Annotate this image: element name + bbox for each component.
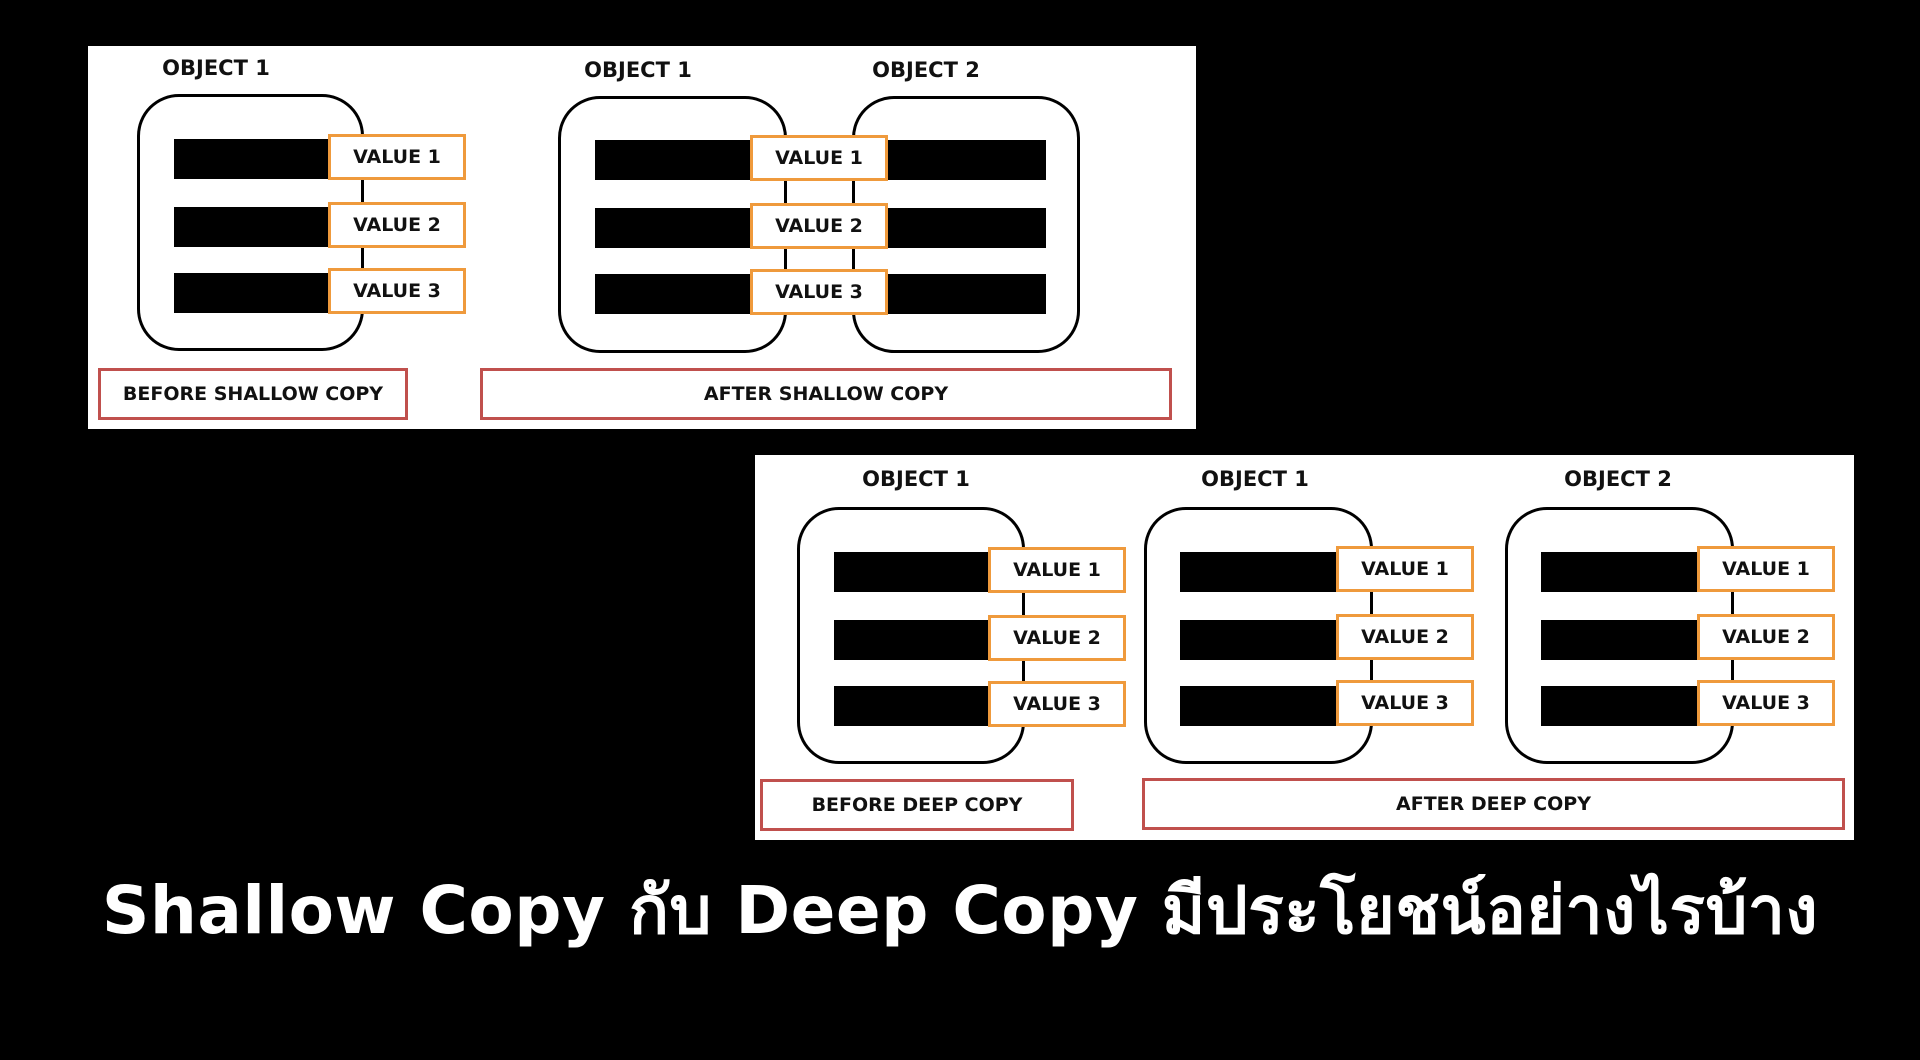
reference-slot — [174, 273, 332, 313]
object-1-title: OBJECT 1 — [1201, 467, 1309, 491]
reference-slot — [834, 686, 994, 726]
reference-slot — [1180, 620, 1340, 660]
value-box: VALUE 1 — [1336, 546, 1474, 592]
headline-title: Shallow Copy กับ Deep Copy มีประโยชน์อย่… — [101, 872, 1819, 949]
value-box: VALUE 2 — [1697, 614, 1835, 660]
shared-value-box: VALUE 2 — [750, 203, 888, 249]
reference-slot — [174, 139, 332, 179]
reference-slot — [1541, 552, 1701, 592]
value-box: VALUE 2 — [988, 615, 1126, 661]
reference-slot — [1541, 620, 1701, 660]
value-box: VALUE 1 — [1697, 546, 1835, 592]
reference-slot — [174, 207, 332, 247]
shallow-copy-diagram: OBJECT 1 VALUE 1 VALUE 2 VALUE 3 BEFORE … — [88, 46, 1196, 429]
value-box: VALUE 1 — [328, 134, 466, 180]
reference-slot — [1180, 552, 1340, 592]
object-1-title: OBJECT 1 — [862, 467, 970, 491]
value-box: VALUE 2 — [328, 202, 466, 248]
reference-slot — [834, 620, 994, 660]
reference-slot — [834, 552, 994, 592]
caption-before-deep-copy: BEFORE DEEP COPY — [760, 779, 1074, 831]
reference-slot — [1541, 686, 1701, 726]
reference-slot — [595, 274, 755, 314]
object-1-title: OBJECT 1 — [162, 56, 270, 80]
value-box: VALUE 3 — [1336, 680, 1474, 726]
reference-slot — [595, 208, 755, 248]
value-box: VALUE 3 — [1697, 680, 1835, 726]
reference-slot — [595, 140, 755, 180]
deep-copy-diagram: OBJECT 1 VALUE 1 VALUE 2 VALUE 3 BEFORE … — [755, 455, 1854, 840]
object-2-title: OBJECT 2 — [872, 58, 980, 82]
object-2-title: OBJECT 2 — [1564, 467, 1672, 491]
caption-after-deep-copy: AFTER DEEP COPY — [1142, 778, 1845, 830]
reference-slot — [878, 140, 1046, 180]
reference-slot — [878, 274, 1046, 314]
caption-before-shallow-copy: BEFORE SHALLOW COPY — [98, 368, 408, 420]
shared-value-box: VALUE 3 — [750, 269, 888, 315]
value-box: VALUE 3 — [328, 268, 466, 314]
value-box: VALUE 2 — [1336, 614, 1474, 660]
reference-slot — [878, 208, 1046, 248]
object-1-title: OBJECT 1 — [584, 58, 692, 82]
caption-after-shallow-copy: AFTER SHALLOW COPY — [480, 368, 1172, 420]
shared-value-box: VALUE 1 — [750, 135, 888, 181]
reference-slot — [1180, 686, 1340, 726]
value-box: VALUE 3 — [988, 681, 1126, 727]
value-box: VALUE 1 — [988, 547, 1126, 593]
